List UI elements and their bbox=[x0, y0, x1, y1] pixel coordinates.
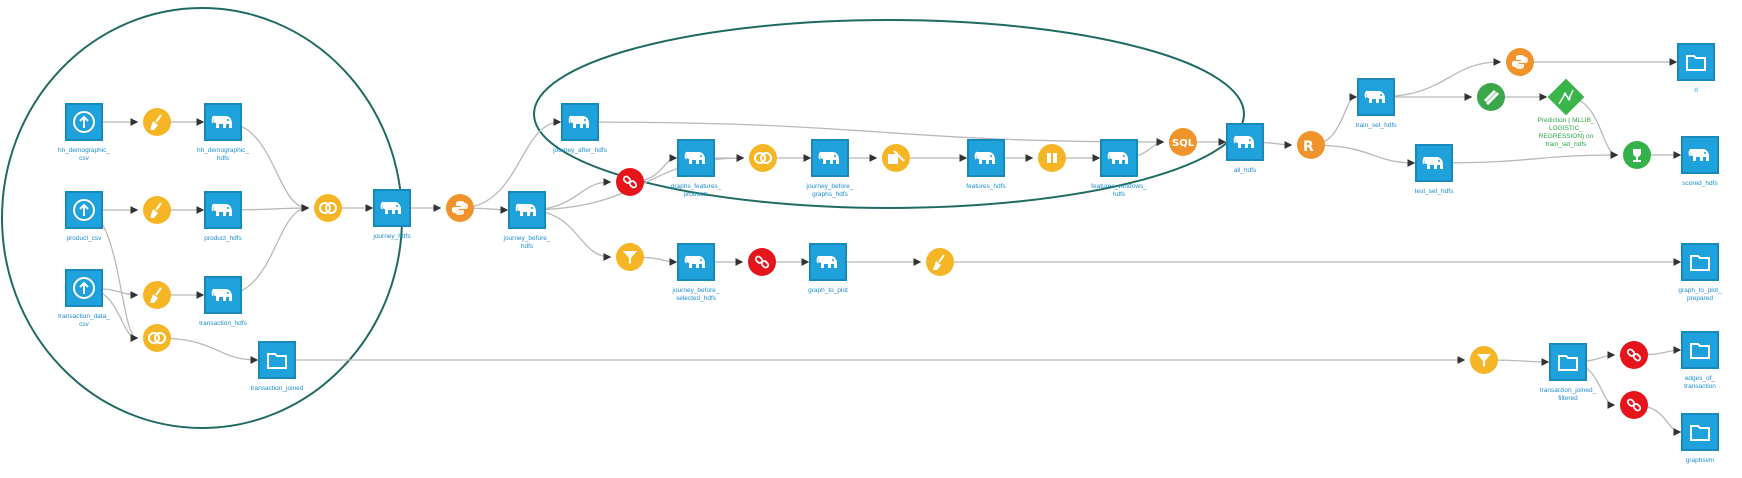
dataset-folder-icon[interactable] bbox=[1677, 43, 1715, 81]
recipe-python-icon[interactable] bbox=[446, 194, 474, 222]
recipe-clean-icon[interactable] bbox=[926, 248, 954, 276]
recipe-graph-icon[interactable] bbox=[748, 248, 776, 276]
model-icon[interactable] bbox=[1547, 78, 1585, 116]
recipe-pivot-icon[interactable] bbox=[1038, 144, 1066, 172]
node-label: graphsvm bbox=[1685, 457, 1715, 464]
upload-icon[interactable] bbox=[65, 103, 103, 141]
recipe-train-icon[interactable] bbox=[1477, 83, 1505, 111]
node-label: test_set_hdfs bbox=[1414, 188, 1454, 195]
dataset-hdfs-icon[interactable] bbox=[677, 243, 715, 281]
node-label: train_set_hdfs bbox=[1355, 122, 1397, 129]
node-label: graph_to_plot bbox=[808, 287, 848, 294]
recipe-clean-icon[interactable] bbox=[143, 281, 171, 309]
recipe-sql-icon[interactable]: SQL bbox=[1169, 128, 1197, 156]
node-label: hh_demographic_ csv bbox=[57, 147, 111, 162]
node-label: hh_demographic_ hdfs bbox=[196, 147, 250, 162]
svg-text:SQL: SQL bbox=[1172, 138, 1194, 148]
node-label: graph_to_plot_ prepared bbox=[1678, 287, 1722, 302]
node-label: all_hdfs bbox=[1233, 167, 1257, 174]
recipe-join-icon[interactable] bbox=[314, 194, 342, 222]
recipe-join-icon[interactable] bbox=[749, 144, 777, 172]
node-label: transaction_joined_ filtered bbox=[1539, 387, 1597, 402]
node-label: edges_of_ transaction bbox=[1684, 375, 1716, 390]
dataset-folder-icon[interactable] bbox=[258, 341, 296, 379]
dataset-hdfs-icon[interactable] bbox=[1415, 144, 1453, 182]
node-label: transaction_hdfs bbox=[199, 320, 247, 327]
node-label: product_csv bbox=[66, 235, 102, 242]
recipe-window-icon[interactable] bbox=[882, 144, 910, 172]
edge-join_tx_product-to-transaction_joined bbox=[156, 337, 259, 364]
edge-journey_after_hdfs-to-sql_recipe bbox=[579, 121, 1165, 146]
recipe-clean-icon[interactable] bbox=[143, 108, 171, 136]
recipe-graph-icon[interactable] bbox=[1620, 341, 1648, 369]
dataset-hdfs-icon[interactable] bbox=[811, 139, 849, 177]
dataset-hdfs-icon[interactable] bbox=[967, 139, 1005, 177]
dataset-hdfs-icon[interactable] bbox=[373, 189, 411, 227]
dataset-hdfs-icon[interactable] bbox=[204, 191, 242, 229]
dataset-hdfs-icon[interactable] bbox=[1681, 136, 1719, 174]
dataset-hdfs-icon[interactable] bbox=[809, 243, 847, 281]
edge-py_split-to-journey_after_hdfs bbox=[459, 118, 562, 209]
node-label: features_windows_ hdfs bbox=[1091, 183, 1147, 198]
recipe-graph-icon[interactable] bbox=[1620, 391, 1648, 419]
node-label: features_hdfs bbox=[966, 183, 1006, 190]
node-label: journey_before_ hdfs bbox=[503, 235, 551, 250]
recipe-join-icon[interactable] bbox=[143, 324, 171, 352]
upload-icon[interactable] bbox=[65, 191, 103, 229]
svg-text:R: R bbox=[1303, 139, 1314, 153]
node-label: Prediction ( MLLIB_ LOGISTIC_ REGRESSION… bbox=[1537, 117, 1595, 148]
node-label: product_hdfs bbox=[204, 235, 242, 242]
node-label: journey_before_ graphs_hdfs bbox=[806, 183, 854, 198]
recipe-graph-icon[interactable] bbox=[616, 168, 644, 196]
recipe-clean-icon[interactable] bbox=[143, 196, 171, 224]
dataset-hdfs-icon[interactable] bbox=[677, 139, 715, 177]
dataset-hdfs-icon[interactable] bbox=[1357, 78, 1395, 116]
recipe-filter-icon[interactable] bbox=[1470, 346, 1498, 374]
edge-test_set_hdfs-to-score_recipe bbox=[1433, 151, 1619, 164]
dataset-hdfs-icon[interactable] bbox=[1100, 139, 1138, 177]
zone-ingestion-outline bbox=[1, 7, 403, 429]
recipe-python-icon[interactable] bbox=[1506, 48, 1534, 76]
recipe-r-icon[interactable]: R bbox=[1297, 131, 1325, 159]
edge-r_split-to-test_set_hdfs bbox=[1310, 144, 1416, 167]
dataset-folder-icon[interactable] bbox=[1681, 243, 1719, 281]
node-label: rl bbox=[1694, 87, 1698, 94]
node-label: journey_before_ selected_hdfs bbox=[672, 287, 720, 302]
node-label: transaction_data_ csv bbox=[58, 313, 110, 328]
recipe-filter-icon[interactable] bbox=[616, 243, 644, 271]
upload-icon[interactable] bbox=[65, 269, 103, 307]
node-label: journey_hdfs bbox=[373, 233, 411, 240]
dataset-hdfs-icon[interactable] bbox=[204, 276, 242, 314]
node-label: graphs_features_ products bbox=[670, 183, 722, 198]
node-label: transaction_joined bbox=[250, 385, 304, 392]
dataset-hdfs-icon[interactable] bbox=[204, 103, 242, 141]
node-label: scored_hdfs bbox=[1682, 180, 1718, 187]
dataset-hdfs-icon[interactable] bbox=[508, 191, 546, 229]
dataset-folder-icon[interactable] bbox=[1681, 331, 1719, 369]
edge-train_set_hdfs-to-py_export bbox=[1375, 58, 1502, 98]
recipe-score-icon[interactable] bbox=[1623, 141, 1651, 169]
zone-feature-engineering-outline bbox=[533, 19, 1245, 209]
dataset-hdfs-icon[interactable] bbox=[1226, 123, 1264, 161]
node-label: journey_after_hdfs bbox=[553, 147, 607, 154]
dataset-hdfs-icon[interactable] bbox=[561, 103, 599, 141]
dataset-folder-icon[interactable] bbox=[1549, 343, 1587, 381]
dataset-folder-icon[interactable] bbox=[1681, 413, 1719, 451]
